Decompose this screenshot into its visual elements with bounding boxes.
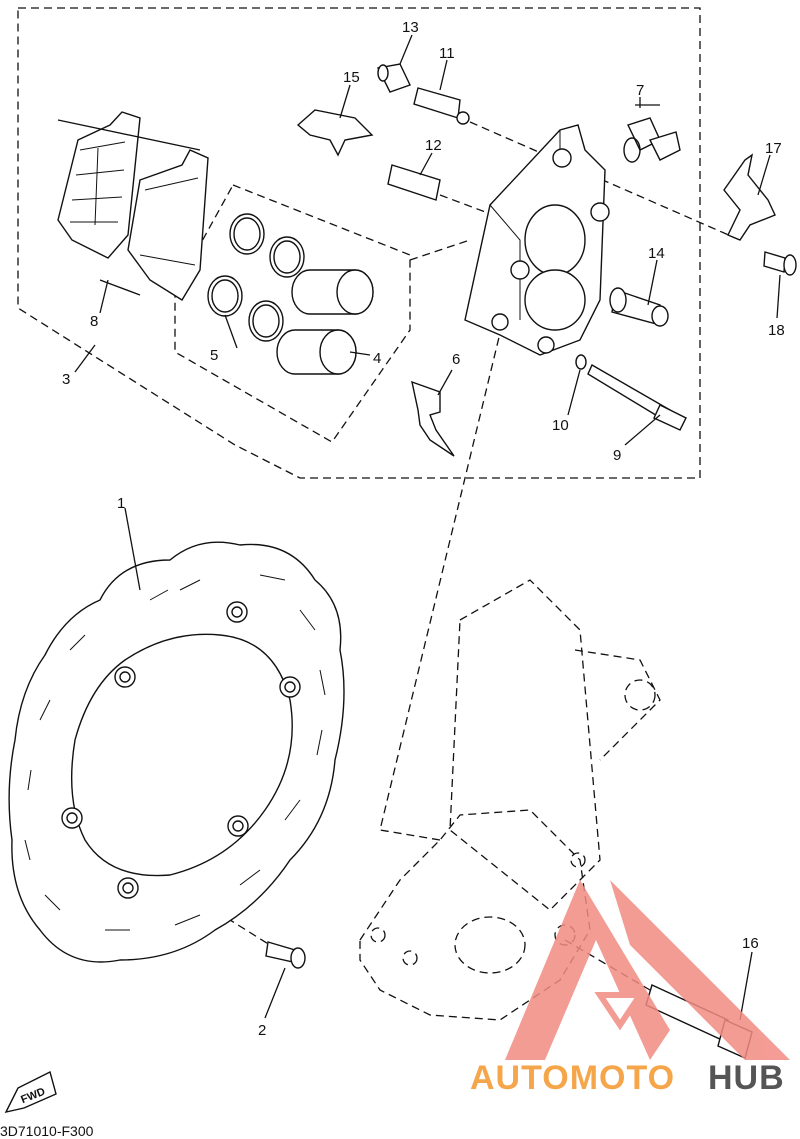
pad-axis-line <box>409 239 471 261</box>
piston-kit-boundary <box>174 184 411 443</box>
pad-pin <box>413 87 470 125</box>
callout-14: 14 <box>648 245 665 262</box>
callout-12: 12 <box>425 137 442 154</box>
callout-6: 6 <box>452 351 460 368</box>
brake-disc <box>8 541 345 963</box>
pad-bracket-line-2 <box>99 279 141 296</box>
callout-9: 9 <box>613 447 621 464</box>
callout-18: 18 <box>768 322 785 339</box>
diagram-code: 3D71010-F300 <box>0 1123 94 1139</box>
bleed-screw <box>623 104 681 163</box>
brake-pad-inner <box>127 149 209 301</box>
callout-3: 3 <box>62 371 70 388</box>
watermark-text-automoto: AUTOMOTO <box>470 1059 675 1097</box>
pad-pin-2 <box>387 164 441 201</box>
hose-guide <box>723 153 776 241</box>
callout-8: 8 <box>90 313 98 330</box>
washer <box>575 354 587 370</box>
guide-pin <box>609 287 669 327</box>
watermark-text-hub: HUB <box>708 1059 785 1097</box>
piston-seal-set <box>207 213 305 342</box>
callout-5: 5 <box>210 347 218 364</box>
disc-bolt <box>265 941 306 969</box>
pad-bracket-line <box>57 119 201 151</box>
callout-17: 17 <box>765 140 782 157</box>
fwd-arrow-icon: FWD <box>4 1070 57 1114</box>
watermark-logo <box>505 880 790 1060</box>
caliper-assembly-boundary <box>17 7 701 479</box>
callout-2: 2 <box>258 1022 266 1039</box>
callout-10: 10 <box>552 417 569 434</box>
callout-4: 4 <box>373 350 381 367</box>
pad-clip <box>411 380 455 457</box>
caliper-bolt <box>587 364 687 431</box>
caliper-pistons <box>276 269 374 375</box>
callout-1: 1 <box>117 495 125 512</box>
brake-pad-outer <box>57 111 141 259</box>
callout-16: 16 <box>742 935 759 952</box>
pin-plug <box>376 63 411 93</box>
callout-15: 15 <box>343 69 360 86</box>
callout-leaders <box>74 34 781 1021</box>
pad-spring <box>296 109 374 157</box>
callout-7: 7 <box>636 82 644 99</box>
hose-guide-bolt <box>763 251 797 276</box>
caliper-body <box>464 124 610 356</box>
caliper-to-fork-leader <box>379 299 509 841</box>
callout-11: 11 <box>439 45 455 62</box>
callout-13: 13 <box>402 19 419 36</box>
